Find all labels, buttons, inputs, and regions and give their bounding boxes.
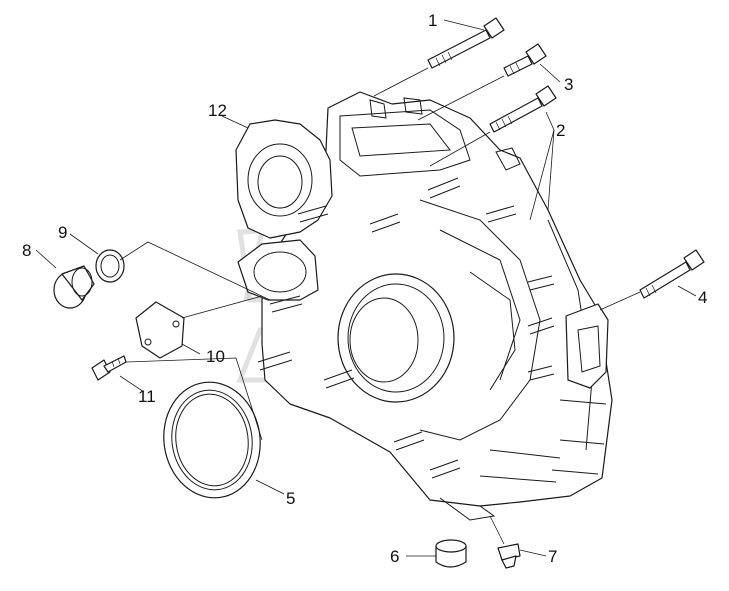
callout-12: 12: [208, 101, 227, 120]
callout-6: 6: [390, 547, 399, 566]
cover-plate-part-10: [135, 301, 185, 359]
flywheel-housing: [235, 91, 613, 521]
callout-7: 7: [548, 547, 557, 566]
callout-3: 3: [564, 75, 573, 94]
seal-ring-part-5: [163, 381, 261, 499]
drain-plug-part-7: [497, 543, 521, 569]
plug-part-8: [53, 265, 95, 309]
callout-labels: 1 2 3 4 5 6 7 8 9 10 11 12: [22, 11, 707, 566]
callout-4: 4: [698, 288, 707, 307]
callout-8: 8: [22, 241, 31, 260]
sleeve-part-6: [435, 539, 467, 568]
bolt-medium-part-2: [489, 85, 557, 133]
callout-10: 10: [206, 347, 225, 366]
callout-11: 11: [138, 387, 156, 406]
o-ring-part-9: [95, 249, 125, 283]
callout-1: 1: [428, 11, 437, 30]
screw-part-11: [91, 355, 127, 381]
bolt-short-part-3: [503, 43, 547, 77]
callout-9: 9: [58, 223, 67, 242]
callout-2: 2: [556, 121, 565, 140]
leader-lines: [35, 19, 697, 557]
bolt-side-part-4: [639, 249, 705, 299]
callout-5: 5: [286, 489, 295, 508]
bolt-long-part-1: [427, 17, 505, 69]
